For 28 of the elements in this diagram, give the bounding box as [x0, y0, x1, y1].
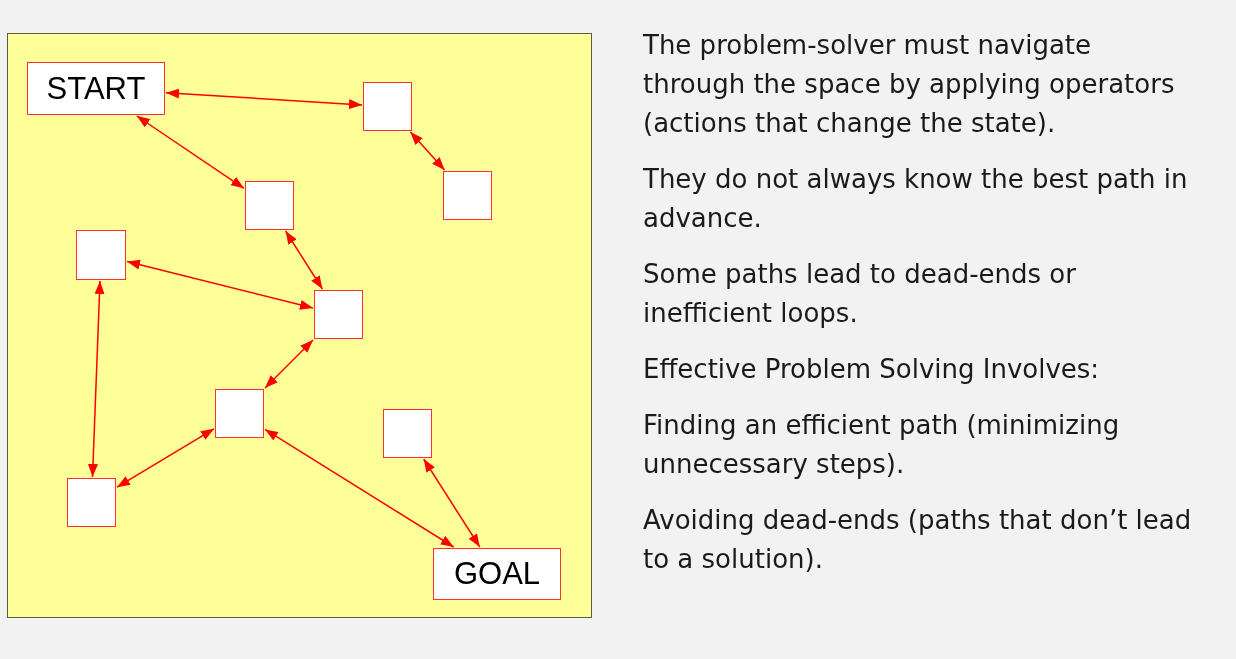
double-arrow [88, 280, 105, 478]
double-arrow [264, 428, 455, 548]
state-label: GOAL [453, 556, 541, 592]
state-box [215, 389, 264, 438]
text-paragraph: Avoiding dead-ends (paths that don’t lead to a solution). [643, 504, 1193, 576]
double-arrow [284, 230, 324, 290]
state-box [76, 230, 126, 280]
state-box [433, 548, 561, 600]
state-box [363, 82, 412, 131]
text-paragraph: They do not always know the best path in advance. [643, 163, 1189, 235]
double-arrow [409, 131, 446, 171]
text-paragraph: Effective Problem Solving Involves: [643, 353, 1101, 386]
text-paragraph: The problem-solver must navigate through the space by applying operators (actions that change the state). [643, 29, 1176, 140]
double-arrow [165, 88, 363, 110]
state-box [383, 409, 432, 458]
text-paragraph: Some paths lead to dead-ends or inefficient loops. [643, 258, 1077, 330]
state-box [245, 181, 294, 230]
state-box [443, 171, 492, 220]
double-arrow [126, 259, 314, 310]
double-arrow [264, 339, 314, 389]
state-box [314, 290, 363, 339]
double-arrow [422, 458, 481, 548]
double-arrow [116, 428, 215, 488]
state-box [67, 478, 116, 527]
double-arrow [136, 115, 245, 190]
state-box [27, 62, 165, 115]
text-paragraph: Finding an efficient path (minimizing unnecessary steps). [643, 409, 1121, 481]
state-label: START [46, 70, 146, 107]
